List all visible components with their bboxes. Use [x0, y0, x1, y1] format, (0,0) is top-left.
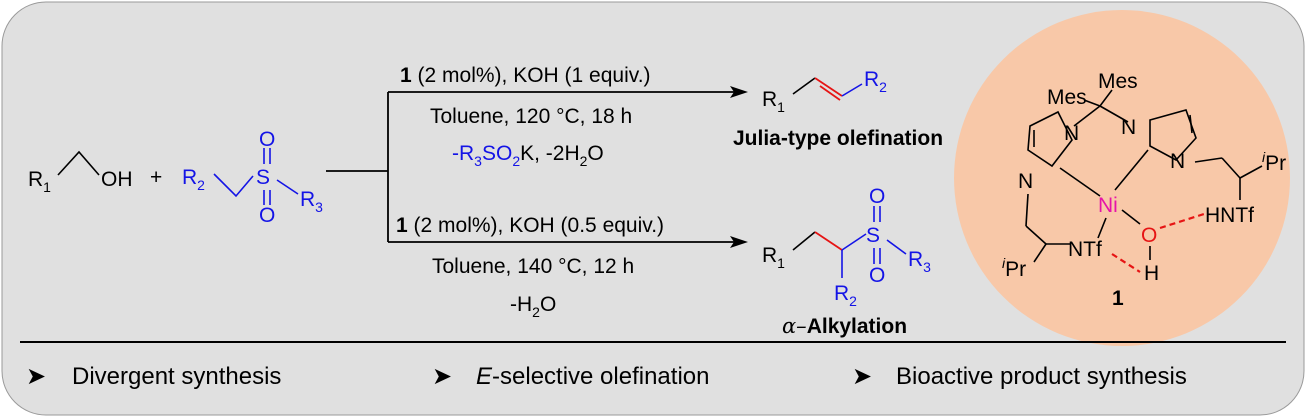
- alkyl-oxygen-top: O: [869, 185, 885, 208]
- lower-byproducts: -H2O: [510, 293, 556, 320]
- plus-sign: +: [150, 166, 162, 189]
- upper-byproducts: -R3SO2K, -2H2O: [452, 142, 604, 169]
- n-label-1: N: [1064, 122, 1079, 145]
- oxygen-label: O: [1141, 224, 1157, 247]
- ipr-right-label: iPr: [1262, 149, 1286, 175]
- nickel-label: Ni: [1098, 194, 1118, 217]
- catalyst-circle: [954, 10, 1290, 346]
- hydrogen-label: H: [1144, 262, 1159, 285]
- nhtf-label: HNTf: [1205, 204, 1254, 227]
- n-label-3: N: [1018, 170, 1033, 193]
- oxygen-top: O: [259, 128, 275, 151]
- bullet-icon-2: ➤: [432, 363, 452, 390]
- mes-right-label: Mes: [1098, 70, 1138, 93]
- oh-label: OH: [101, 168, 133, 191]
- lower-conditions-top: 1 (2 mol%), KOH (0.5 equiv.): [396, 214, 664, 237]
- lower-arrowhead: [730, 236, 748, 248]
- sulfur-label: S: [256, 166, 270, 189]
- highlight-3: Bioactive product synthesis: [896, 363, 1187, 390]
- ntf-label: NTf: [1068, 238, 1102, 261]
- lower-conditions-mid: Toluene, 140 °C, 12 h: [432, 255, 634, 278]
- highlight-2: E-selective olefination: [476, 363, 709, 390]
- bullet-icon-3: ➤: [852, 363, 872, 390]
- n-label-4: N: [1170, 150, 1185, 173]
- oxygen-bottom: O: [259, 204, 275, 227]
- upper-conditions-top: 1 (2 mol%), KOH (1 equiv.): [400, 64, 651, 87]
- catalyst-number: 1: [1112, 287, 1124, 310]
- julia-olefination-label: Julia-type olefination: [733, 127, 943, 150]
- alkyl-sulfur-label: S: [866, 224, 880, 247]
- n-label-2: N: [1121, 116, 1136, 139]
- alkylation-label: α–Alkylation: [782, 314, 907, 338]
- upper-arrowhead: [730, 86, 748, 98]
- alkylation-product: R1 R2 S O O R3: [762, 185, 931, 309]
- catalyst-structure: Mes Mes N N N N Ni iPr HNTf iPr NTf O H …: [954, 10, 1290, 346]
- highlight-1: Divergent synthesis: [72, 363, 281, 390]
- bullet-icon-1: ➤: [26, 363, 46, 390]
- hbond-upper: [1159, 212, 1205, 230]
- alkyl-oxygen-bottom: O: [869, 264, 885, 287]
- upper-conditions-mid: Toluene, 120 °C, 18 h: [430, 105, 632, 128]
- ipr-left-label: iPr: [1002, 255, 1026, 281]
- hbond-lower: [1111, 253, 1141, 273]
- mes-left-label: Mes: [1047, 86, 1087, 109]
- highlights-list: ➤ Divergent synthesis ➤ E-selective olef…: [26, 363, 1187, 390]
- branch-connector: [326, 86, 748, 248]
